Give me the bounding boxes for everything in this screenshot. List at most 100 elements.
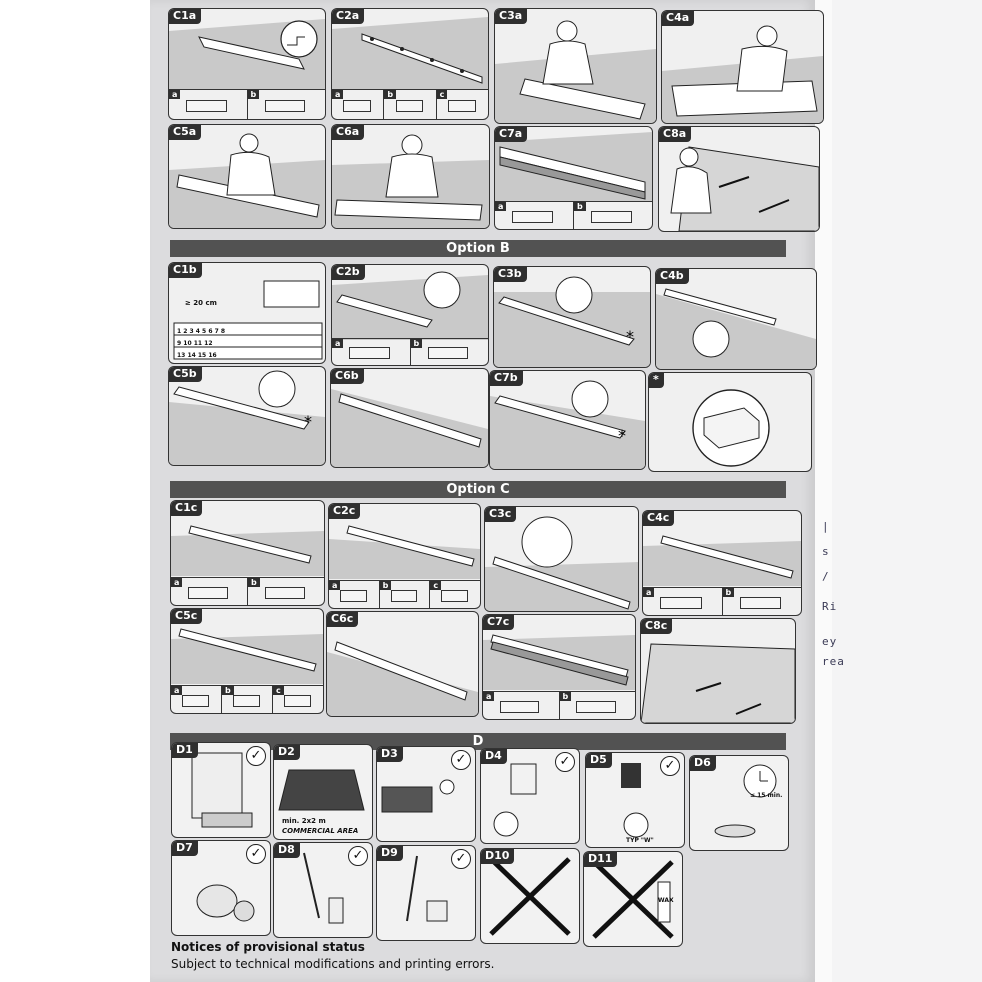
- page-edge-strip: [815, 0, 833, 982]
- check-icon: ✓: [348, 846, 368, 866]
- sub-label: a: [495, 202, 507, 212]
- panel-c7a: C7a a b: [494, 126, 653, 230]
- sub-label: a: [332, 90, 344, 100]
- person-kneeling-illustration: [332, 134, 489, 228]
- sub-label: b: [247, 90, 260, 100]
- panel-label: C7a: [495, 127, 528, 142]
- plank-layout-diagram: [173, 280, 323, 360]
- prohibited-wax-illustration: [592, 860, 674, 939]
- panel-label: C3a: [495, 9, 528, 24]
- svg-text:*: *: [304, 412, 312, 431]
- panel-label: D7: [172, 841, 198, 856]
- panel-c6c: C6c: [326, 611, 479, 717]
- panel-c5a: C5a: [168, 124, 326, 229]
- spill-timer-illustration: [714, 764, 777, 838]
- floor-illustration: [329, 525, 480, 579]
- check-icon: ✓: [451, 750, 471, 770]
- floor-illustration: [171, 628, 323, 684]
- panel-label: C6a: [332, 125, 365, 140]
- panel-label: C1b: [169, 263, 202, 278]
- chair-felt-pads-illustration: [493, 763, 537, 837]
- background-right: [832, 0, 982, 982]
- edge-text: Ri: [822, 600, 838, 613]
- panel-c8c: C8c: [640, 618, 796, 724]
- panel-d10: D10: [480, 848, 580, 944]
- notice-title: Notices of provisional status: [171, 940, 365, 954]
- sub-steps: a b: [171, 576, 324, 605]
- panel-c2b: C2b a b: [331, 264, 489, 366]
- floor-illustration: *: [494, 276, 650, 367]
- panel-label: D5: [586, 753, 612, 768]
- sub-label: b: [222, 685, 234, 695]
- floor-illustration: [171, 525, 324, 576]
- panel-label: C5b: [169, 367, 202, 382]
- sub-steps: a b: [169, 89, 325, 119]
- panel-label: D11: [584, 852, 618, 867]
- panel-d6: D6 ≤ 15 min.: [689, 755, 789, 851]
- check-icon: ✓: [660, 756, 680, 776]
- floor-illustration: [656, 288, 816, 369]
- panel-d11: D11 WAX: [583, 851, 683, 947]
- panel-label: C6c: [327, 612, 359, 627]
- panel-label: D8: [274, 843, 300, 858]
- sub-label: b: [559, 691, 572, 701]
- panel-label: C7b: [490, 371, 523, 386]
- floor-illustration: [332, 271, 488, 340]
- vacuum-cleaner-illustration: [196, 884, 255, 922]
- panel-label: D1: [172, 743, 198, 758]
- panel-label: *: [649, 373, 664, 388]
- wax-label: WAX: [658, 897, 674, 904]
- panel-c4c: C4c a b: [642, 510, 802, 616]
- option-c-banner: Option C: [170, 481, 786, 498]
- panel-c5b: * C5b: [168, 366, 326, 466]
- panel-label: D4: [481, 749, 507, 764]
- floor-illustration: [483, 634, 635, 690]
- sub-steps: a b c: [171, 684, 323, 713]
- panel-label: C3c: [485, 507, 517, 522]
- panel-label: D2: [274, 745, 300, 760]
- plank-row-numbers: 9 10 11 12: [177, 340, 213, 347]
- panel-c3b: * C3b: [493, 266, 651, 368]
- panel-label: C4a: [662, 11, 695, 26]
- sub-label: c: [273, 685, 284, 695]
- panel-d2: D2 min. 2x2 m COMMERCIAL AREA: [273, 744, 373, 840]
- notice-text: Subject to technical modifications and p…: [171, 957, 495, 971]
- commercial-area-label: COMMERCIAL AREA: [282, 827, 359, 835]
- panel-label: C1a: [169, 9, 202, 24]
- floor-illustration: *: [490, 380, 645, 469]
- person-kneeling-illustration: [169, 133, 325, 228]
- castor-type-label: TYP "W": [626, 837, 654, 844]
- panel-d3: D3 ✓: [376, 746, 476, 842]
- panel-label: D6: [690, 756, 716, 771]
- sub-steps: a b: [483, 690, 635, 719]
- option-b-banner: Option B: [170, 240, 786, 257]
- person-kneeling-illustration: [662, 25, 823, 123]
- person-kneeling-illustration: [495, 20, 656, 123]
- panel-c6a: C6a: [331, 124, 490, 229]
- panel-label: C3b: [494, 267, 527, 282]
- panel-c7b: * C7b: [489, 370, 646, 470]
- edge-text: /: [822, 570, 830, 583]
- panel-c4b: C4b: [655, 268, 817, 370]
- panel-c6b: C6b: [330, 368, 489, 468]
- panel-c5c: C5c a b c: [170, 608, 324, 714]
- check-icon: ✓: [555, 752, 575, 772]
- door-mat-illustration: [191, 752, 253, 828]
- panel-d7: D7 ✓: [171, 840, 271, 936]
- floor-illustration: [169, 19, 325, 89]
- edge-text: |: [822, 520, 830, 533]
- office-chair-illustration: [621, 763, 649, 838]
- sub-steps: a b: [332, 338, 488, 365]
- panel-label: C2b: [332, 265, 365, 280]
- panel-label: D3: [377, 747, 403, 762]
- panel-c7c: C7c a b: [482, 614, 636, 720]
- panel-label: C2c: [329, 504, 361, 519]
- sub-steps: a b: [495, 201, 652, 229]
- sub-label: a: [332, 339, 344, 348]
- panel-c1c: C1c a b: [170, 500, 325, 606]
- panel-d1: D1 ✓: [171, 742, 271, 838]
- floor-illustration: [641, 643, 795, 723]
- mop-cleaning-illustration: [303, 852, 344, 924]
- panel-c2a: C2a a b c: [331, 8, 489, 120]
- panel-d4: D4 ✓: [480, 748, 580, 844]
